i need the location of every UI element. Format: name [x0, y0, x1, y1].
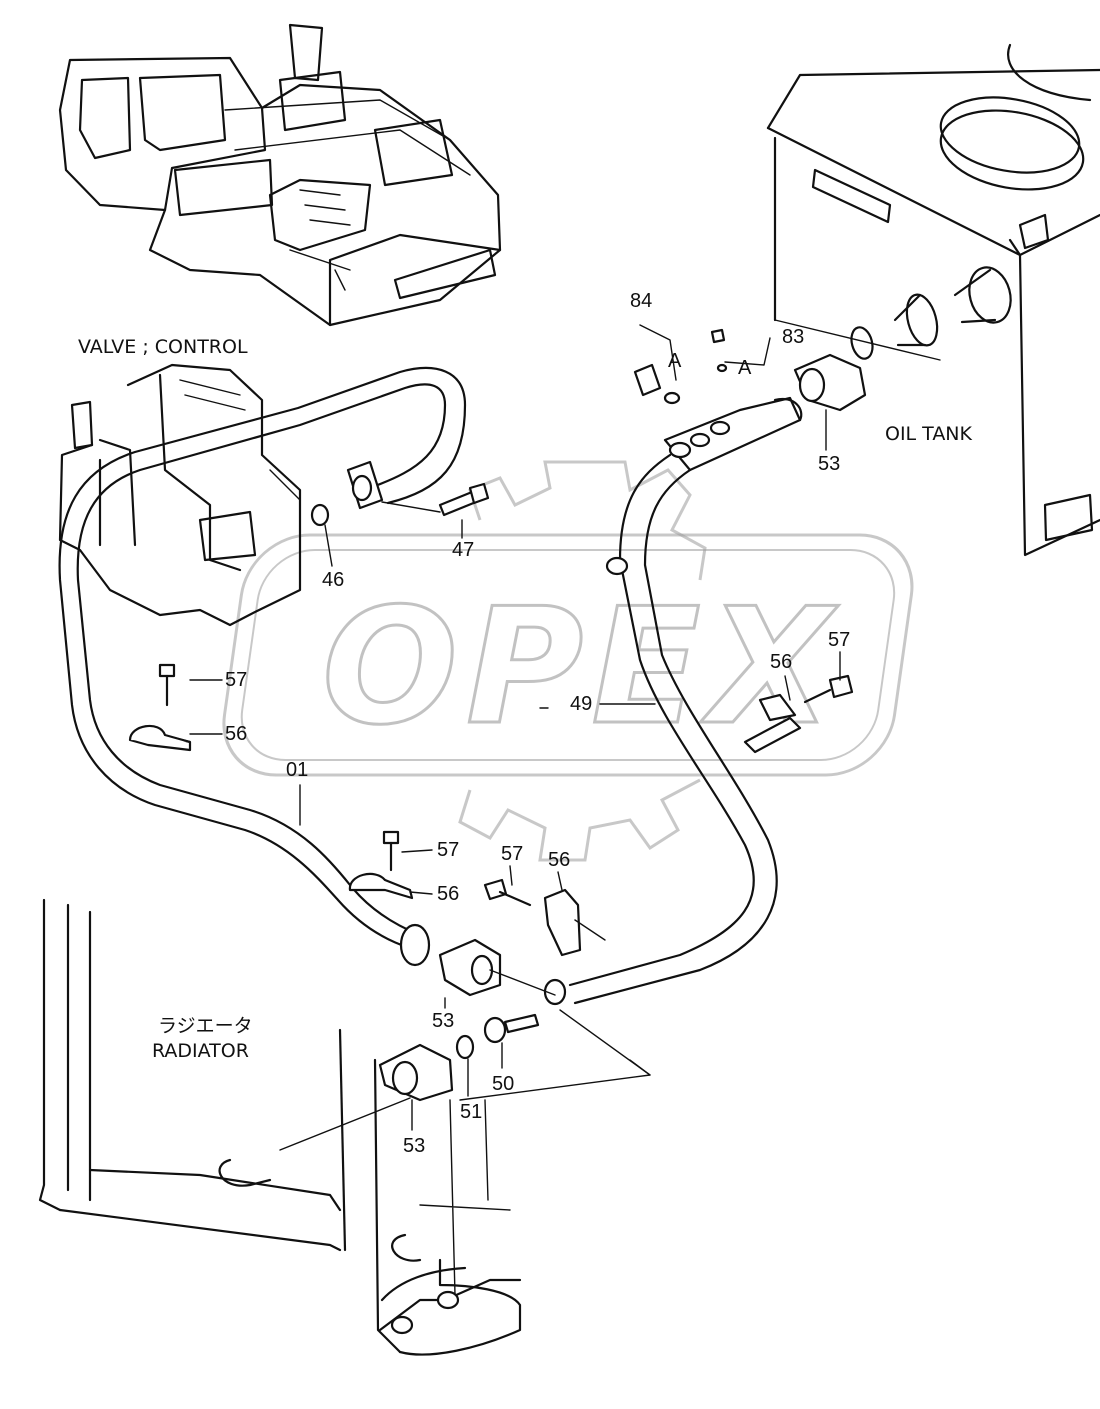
- leader-lines: [189, 409, 841, 1131]
- clamp-56-lower: [483, 878, 606, 957]
- label-radiator-jp: ラジエータ: [158, 1015, 253, 1037]
- part-num-49: 49: [570, 693, 592, 715]
- label-detail-a-2: A: [738, 357, 752, 379]
- part-num-56: 56: [770, 651, 792, 673]
- label-detail-a-1: A: [668, 350, 682, 372]
- pipe-49: [568, 396, 803, 1005]
- control-valve: [58, 363, 302, 627]
- fitting-50-51: [455, 1013, 540, 1060]
- radiator: [38, 898, 651, 1356]
- part-num-51: 51: [460, 1101, 482, 1123]
- part-num-56: 56: [437, 883, 459, 905]
- label-radiator: RADIATOR: [152, 1040, 249, 1062]
- part-num-50: 50: [492, 1073, 514, 1095]
- hose-clamp-53-mid: [399, 923, 567, 1006]
- oil-tank: [766, 43, 1100, 557]
- tank-connection: [633, 324, 867, 412]
- clamp-56-left: [128, 663, 192, 752]
- hose-clamp-53-lower: [279, 1043, 454, 1151]
- part-num-83: 83: [782, 326, 804, 348]
- label-oil-tank: OIL TANK: [885, 423, 973, 445]
- pipe-01: [58, 366, 467, 950]
- part-num-56: 56: [225, 723, 247, 745]
- part-num-01: 01: [286, 759, 308, 781]
- part-num-53: 53: [818, 453, 840, 475]
- label-valve-control: VALVE ; CONTROL: [78, 336, 248, 358]
- part-num-56: 56: [548, 849, 570, 871]
- part-num-84: 84: [630, 290, 652, 312]
- part-num-53: 53: [403, 1135, 425, 1157]
- part-number-callouts: 84 83 53 47 46 57 56 01 49 56 57 57 56 5…: [225, 290, 850, 1157]
- watermark-text: OPEX: [322, 573, 840, 760]
- part-num-57: 57: [501, 843, 523, 865]
- part-num-57: 57: [828, 629, 850, 651]
- part-num-53: 53: [432, 1010, 454, 1032]
- opex-watermark: OPEX: [222, 460, 914, 862]
- part-num-47: 47: [452, 539, 474, 561]
- part-num-57: 57: [437, 839, 459, 861]
- clamp-56-right: [743, 674, 854, 754]
- part-num-46: 46: [322, 569, 344, 591]
- flange-47: [310, 460, 490, 527]
- clamp-56-mid: [348, 830, 414, 900]
- excavator-overview: [58, 23, 502, 327]
- part-num-57: 57: [225, 669, 247, 691]
